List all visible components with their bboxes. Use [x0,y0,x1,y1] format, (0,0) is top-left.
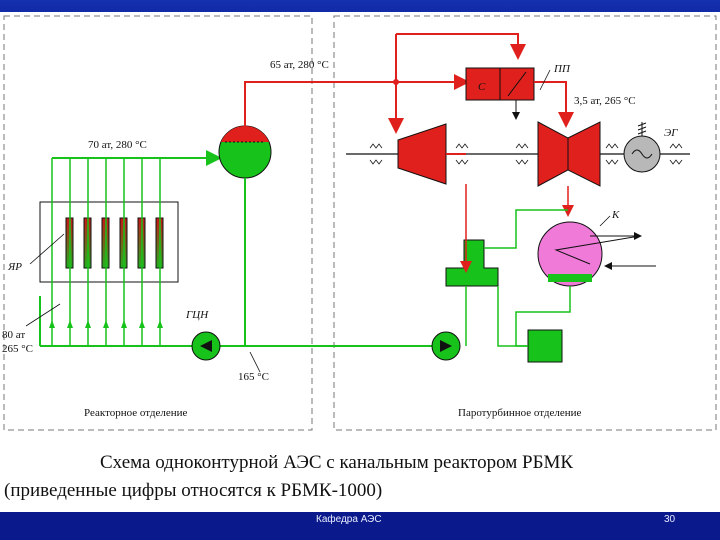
pp-leader [539,69,551,91]
label-separator: С [478,81,486,93]
inlet-leader [25,303,61,327]
generator-terminal-icon [637,122,647,136]
turbine-section-border [333,15,717,431]
section-label-turbine: Паротурбинное отделение [458,407,582,419]
npp-scheme-diagram: 65 ат, 280 °С 70 ат, 280 °С 3,5 ат, 265 … [2,15,717,431]
hp-turbine [397,123,447,185]
main-steam-line [244,81,404,134]
k-leader [599,215,611,227]
yar-leader [29,233,65,265]
reactor-section-border [3,15,313,431]
condensate-pump [527,329,563,363]
generator-sine-icon [631,149,653,159]
risers [51,158,161,346]
label-steam-drum-out: 65 ат, 280 °С [270,59,329,71]
caption-line-1: Схема одноконтурной АЭС с канальным реак… [100,452,574,473]
diagram-panel: 65 ат, 280 °С 70 ат, 280 °С 3,5 ат, 265 … [0,12,720,512]
lp-turbine-right [567,121,601,187]
footer-department: Кафедра АЭС [316,514,382,525]
condensate-hotwell [548,274,592,282]
label-k: К [611,209,620,221]
lp-turbine-left [537,121,569,187]
steam-drum-steam [221,125,269,142]
bearings [369,143,683,165]
condenser-tubes [554,235,641,265]
label-return-temp: 165 °С [238,371,269,383]
deaerator [445,239,499,287]
fuel-channels [65,217,164,269]
reactor-core [39,201,179,283]
condensate-to-deaerator [497,286,528,347]
feed-pump-arrow-icon [440,340,452,352]
return-leader [249,351,261,373]
label-gcn: ГЦН [185,309,209,321]
reheater-coil [507,71,527,97]
caption-line-2: (приведенные цифры относятся к РБМК-1000… [4,480,383,501]
riser-arrows [49,320,163,328]
reheated-steam-line [534,81,574,128]
reheater-heating-steam [396,33,526,60]
label-inlet-line1: 80 ат [2,329,25,341]
label-yar: ЯР [7,261,22,273]
label-steam-in: 70 ат, 280 °С [88,139,147,151]
label-inlet-line2: 265 °С [2,343,33,355]
deaerator-steam-line [484,209,568,249]
label-pp: ПП [553,63,571,75]
footer-page-number: 30 [664,514,676,525]
section-label-reactor: Реакторное отделение [84,407,188,419]
label-turbine-lp: 3,5 ат, 265 °С [574,95,636,107]
label-eg: ЭГ [664,127,678,139]
mcp-arrow-icon [200,340,212,352]
